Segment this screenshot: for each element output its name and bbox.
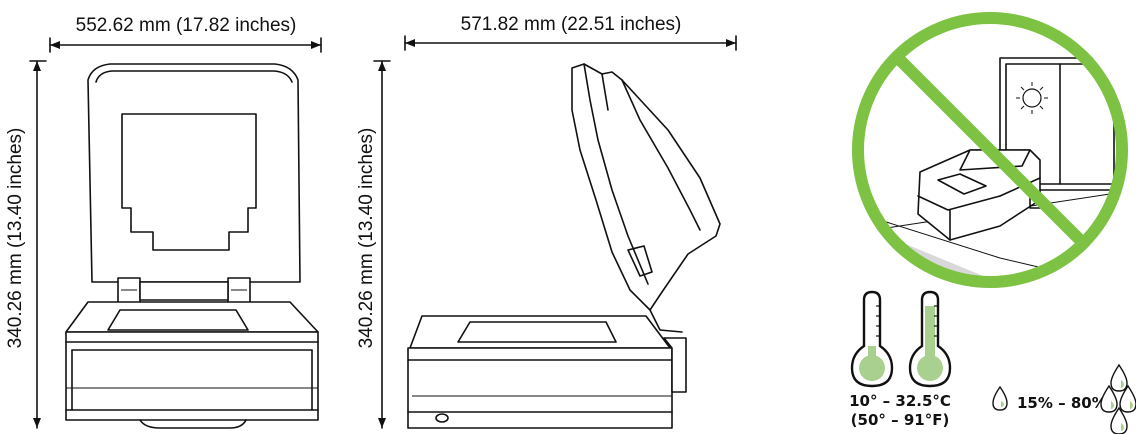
- front-view-dimension-width: 552.62 mm (17.82 inches): [49, 15, 322, 53]
- water-drop-icon: [992, 385, 1008, 411]
- side-height-label: 340.26 mm (13.40 inches): [356, 128, 377, 349]
- humidity-label: 15% – 80%: [1017, 394, 1107, 412]
- side-view-dimension-depth: 571.82 mm (22.51 inches): [404, 14, 737, 51]
- water-drops-cluster-icon: [1100, 363, 1136, 434]
- side-view-scanner-illustration: [407, 63, 721, 429]
- side-view-dimension-height: 340.26 mm (13.40 inches): [356, 60, 391, 429]
- thermometer-high-icon: [908, 290, 952, 388]
- temperature-fahrenheit-label: (50° – 91°F): [851, 411, 950, 429]
- front-view-dimension-height: 340.26 mm (13.40 inches): [5, 60, 47, 429]
- front-height-label: 340.26 mm (13.40 inches): [5, 128, 26, 349]
- temperature-celsius-label: 10° – 32.5°C: [849, 392, 951, 410]
- side-depth-label: 571.82 mm (22.51 inches): [461, 14, 682, 35]
- front-width-label: 552.62 mm (17.82 inches): [76, 15, 297, 36]
- thermometer-low-icon: [850, 290, 894, 388]
- no-direct-sunlight-icon: [852, 12, 1128, 288]
- front-view-scanner-illustration: [65, 63, 319, 429]
